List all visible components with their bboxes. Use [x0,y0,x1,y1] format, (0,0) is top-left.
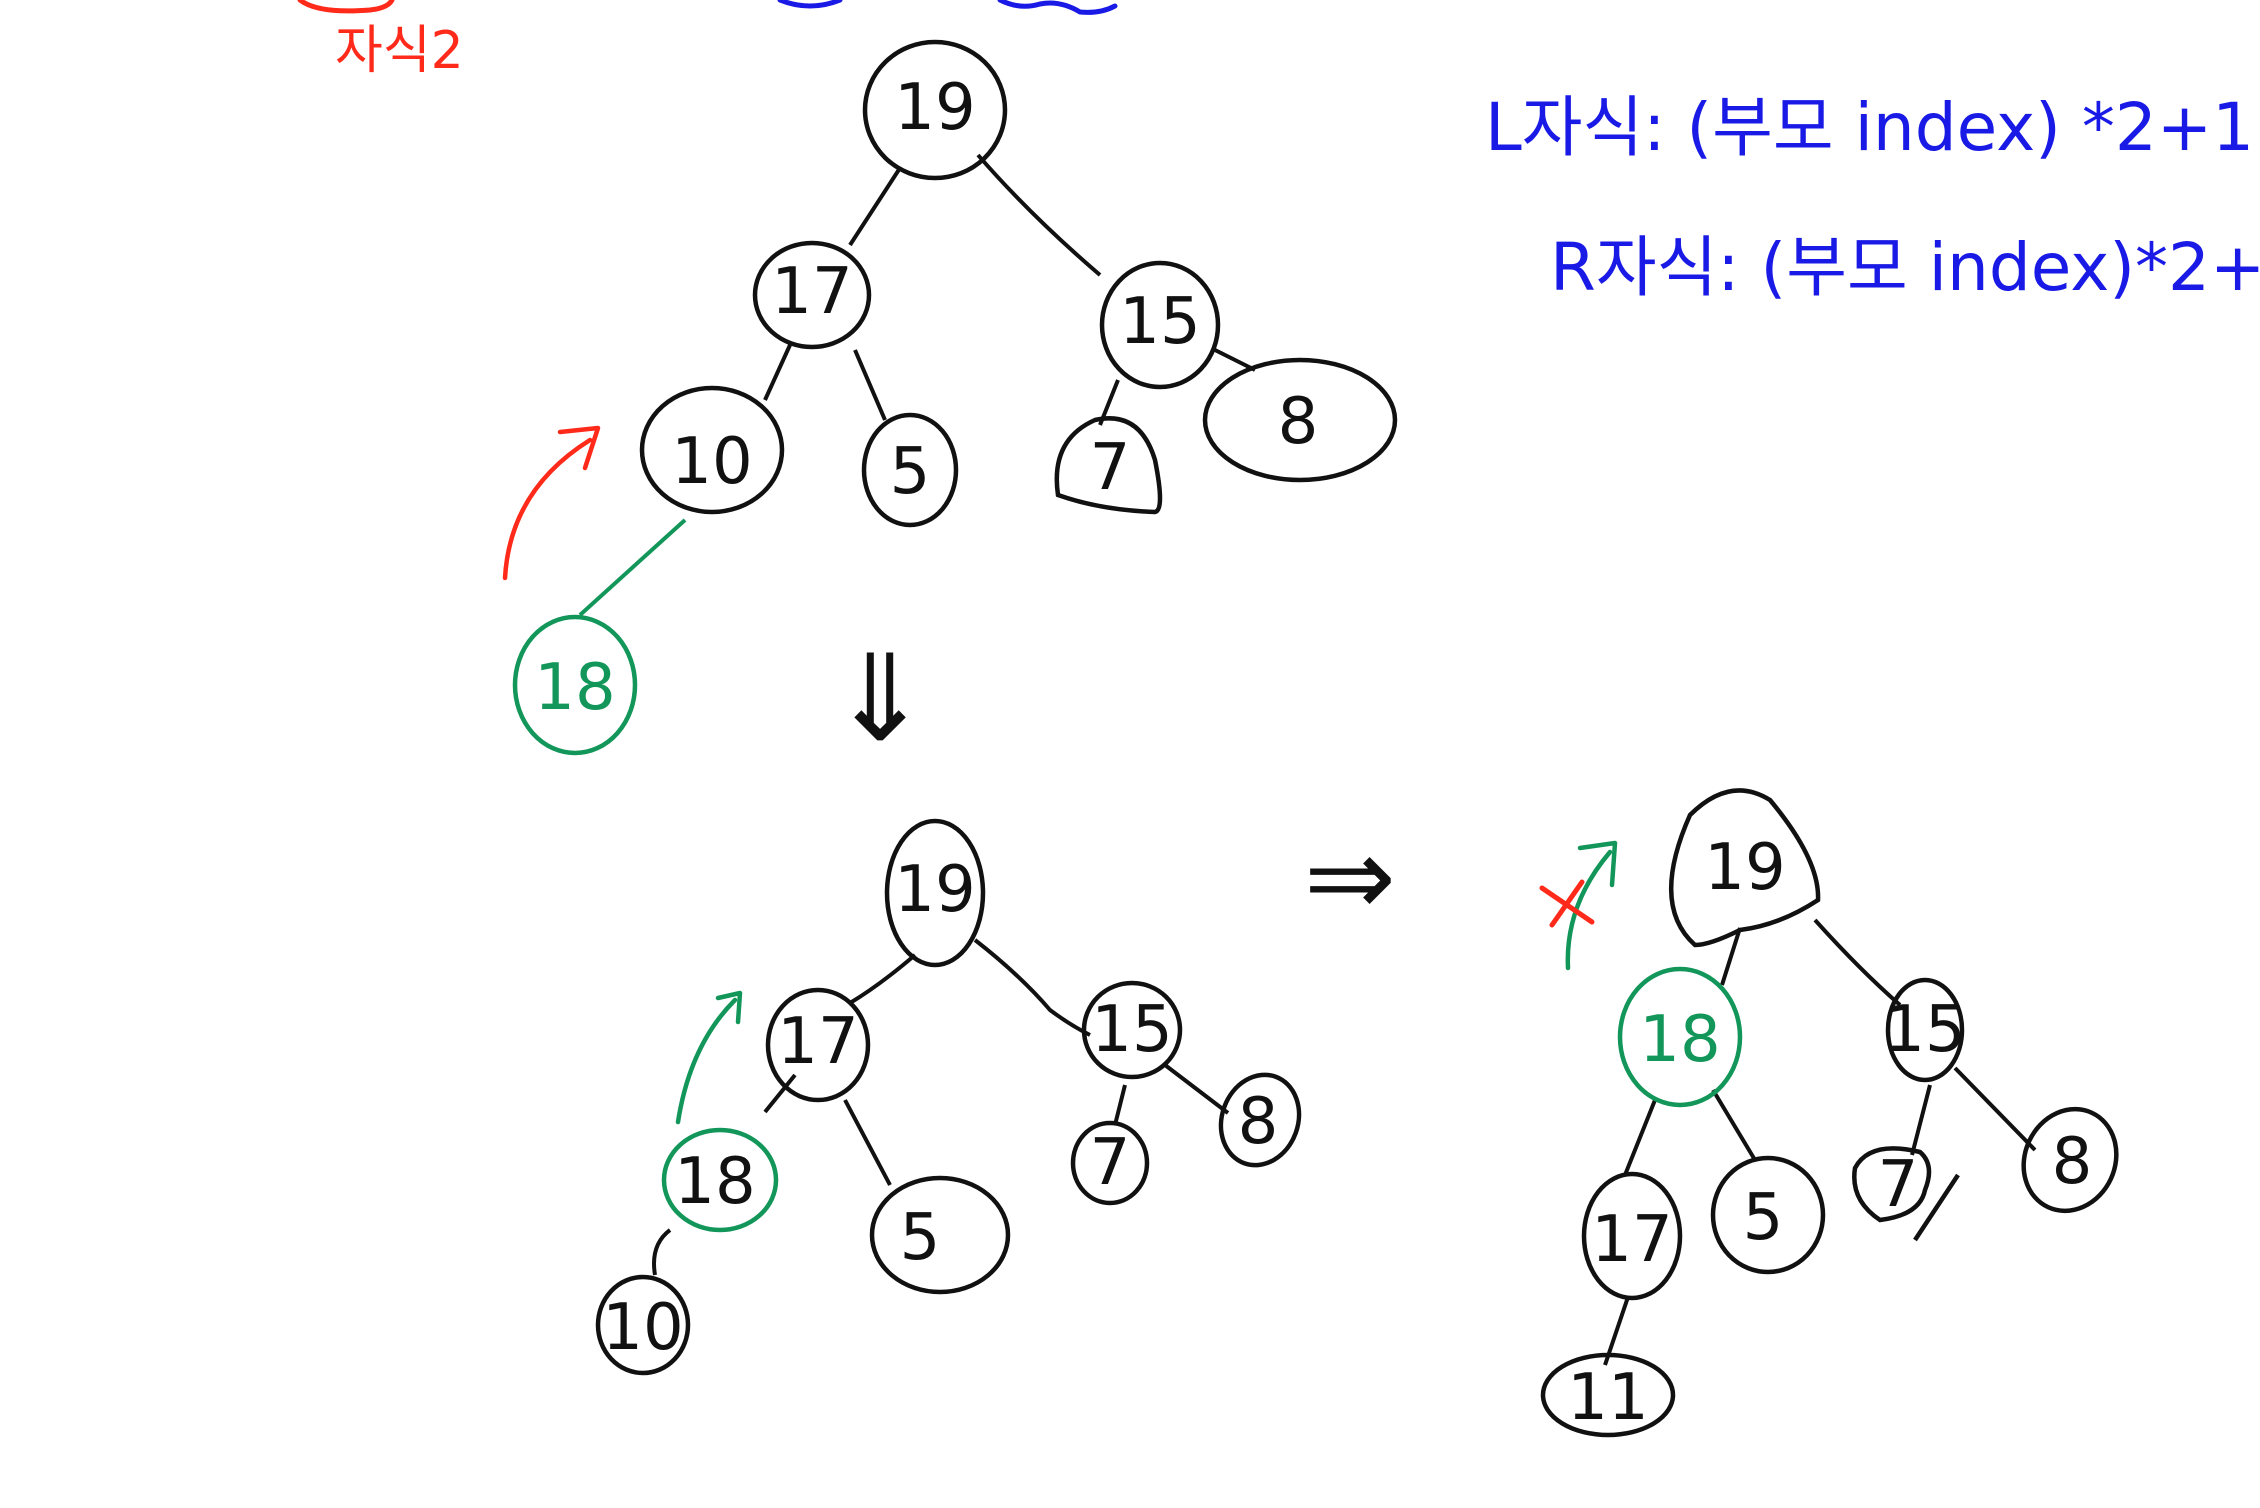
tree-2-node: 8 [1218,1072,1302,1168]
tree-1-node: 5 [861,412,959,528]
tree-2-node: 10 [595,1274,691,1376]
svg-text:5: 5 [900,1201,941,1275]
tree-3-edge [1953,1066,2037,1152]
red-swap-arrowhead [557,425,601,471]
svg-text:8: 8 [2052,1125,2093,1199]
svg-text:10: 10 [602,1291,683,1365]
tree-3-node-highlight: 18 [1617,966,1743,1108]
tree-3-node: 11 [1540,1352,1676,1438]
tree-2-edge [848,953,917,1005]
tree-3-node: 5 [1710,1155,1826,1275]
tree-1-edge [848,166,902,247]
tree-2-edge [652,1228,672,1276]
svg-text:5: 5 [1743,1181,1784,1255]
svg-text:11: 11 [1567,1361,1648,1435]
tree-1-node: 19 [862,39,1008,181]
tree-2-node: 15 [1081,980,1183,1080]
tree-3-edge [1711,1088,1757,1162]
green-swap-arrow [675,997,738,1125]
tree-1-node: 7 [1054,416,1163,515]
red-scribble-fragment [297,0,395,14]
tree-3-node: 15 [1884,977,1966,1083]
tree-1-node-highlight: 18 [512,614,638,756]
tree-2-edge [763,1073,797,1114]
tree-1-edge [853,349,887,421]
tree-2-edge [973,938,1091,1037]
blue-scribble-fragment [777,0,1118,15]
tree-3-edge [1623,1099,1657,1176]
red-swap-arrow [502,437,593,581]
svg-text:18: 18 [1639,1003,1720,1077]
green-swap-arrowhead [715,990,743,1025]
svg-text:7: 7 [1878,1148,1919,1222]
svg-text:8: 8 [1278,385,1319,459]
tree-3: 19 18 15 17 5 7 8 11 [1539,788,2119,1438]
tree-1-node: 15 [1099,260,1221,390]
tree-2-edge [843,1099,892,1186]
svg-text:17: 17 [777,1005,858,1079]
tree-3-edge [1910,1084,1932,1156]
tree-2: 19 17 15 18 5 7 8 10 [595,818,1302,1376]
red-note-label: 자식2 [335,21,464,81]
note-left-child: L자식: (부모 index) *2+1 [1485,89,2254,166]
red-cross-mark [1539,879,1595,928]
tree-2-node: 19 [884,818,986,968]
svg-text:5: 5 [890,435,931,509]
tree-2-node: 7 [1070,1120,1150,1206]
green-stop-arrow [1565,849,1613,971]
tree-1-edge [763,344,792,401]
svg-text:19: 19 [894,853,975,927]
tree-1-edge [976,153,1102,277]
tree-3-node: 19 [1668,788,1821,948]
tree-2-edge [1113,1084,1127,1126]
svg-text:8: 8 [1238,1085,1279,1159]
svg-text:17: 17 [771,255,852,329]
down-transition-arrow: ⇓ [830,630,931,769]
tree-3-node: 17 [1581,1171,1683,1301]
svg-text:10: 10 [671,425,752,499]
tree-2-node: 17 [765,987,871,1103]
tree-1-node: 8 [1202,357,1398,483]
tree-2-node: 5 [869,1175,1011,1295]
tree-1-node: 17 [752,240,872,350]
tree-1: 19 17 15 10 5 7 8 18 [502,39,1398,756]
tree-3-node: 7 [1852,1146,1960,1242]
tree-3-edge [1813,918,1902,1007]
svg-text:7: 7 [1090,1126,1131,1200]
svg-text:18: 18 [674,1145,755,1219]
note-right-child: R자식: (부모 index)*2+2 [1550,229,2260,306]
svg-text:15: 15 [1119,285,1200,359]
green-stop-arrowhead [1577,840,1618,888]
svg-text:15: 15 [1884,993,1965,1067]
tree-2-node-highlight: 18 [661,1127,779,1233]
svg-text:7: 7 [1090,431,1131,505]
tree-3-edge [1720,927,1742,986]
right-transition-arrow: ⇒ [1304,813,1396,941]
svg-text:19: 19 [894,71,975,145]
tree-2-edge [1163,1063,1230,1115]
tree-3-node: 8 [2021,1106,2119,1214]
svg-text:17: 17 [1591,1203,1672,1277]
svg-text:18: 18 [534,651,615,725]
tree-1-node: 10 [639,385,785,515]
tree-1-edge-highlight [578,518,687,617]
svg-text:15: 15 [1091,993,1172,1067]
svg-text:19: 19 [1704,831,1785,905]
tree-1-edge [1214,348,1256,372]
